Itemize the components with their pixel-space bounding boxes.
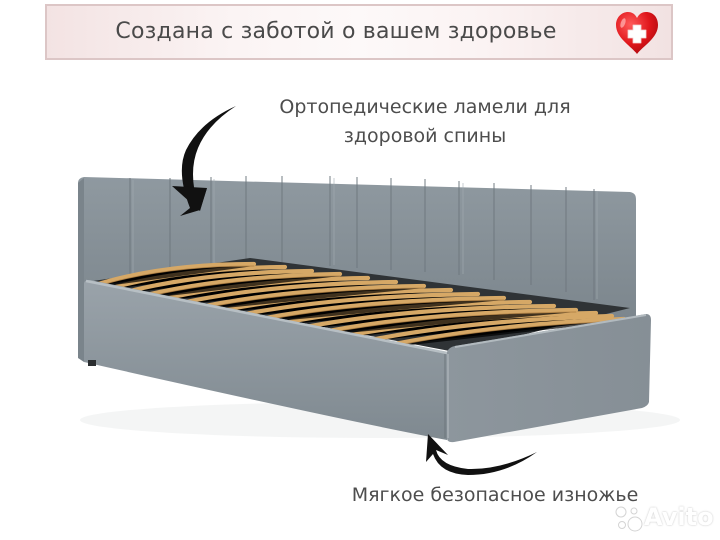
footboard xyxy=(447,314,651,443)
slats-caption-line-2: здоровой спины xyxy=(343,125,507,147)
banner-title: Создана с заботой о вашем здоровье xyxy=(115,19,557,44)
curved-arrow-up-icon xyxy=(426,434,537,475)
slats-caption-line-1: Ортопедические ламели для xyxy=(279,96,571,118)
curved-arrow-down-icon xyxy=(172,106,236,216)
header-banner: Создана с заботой о вашем здоровье xyxy=(45,4,673,60)
footboard-caption-line-1: Мягкое безопасное изножье xyxy=(351,484,639,506)
bed-base-front xyxy=(84,280,447,440)
avito-watermark: Avito xyxy=(612,500,714,534)
avito-watermark-text: Avito xyxy=(644,503,714,531)
orthopedic-slats xyxy=(89,261,627,349)
avito-logo-icon xyxy=(615,506,643,532)
heart-with-cross-icon xyxy=(616,12,658,54)
footboard-caption: Мягкое безопасное изножье xyxy=(325,481,665,510)
slats-caption: Ортопедические ламели для здоровой спины xyxy=(250,93,600,151)
